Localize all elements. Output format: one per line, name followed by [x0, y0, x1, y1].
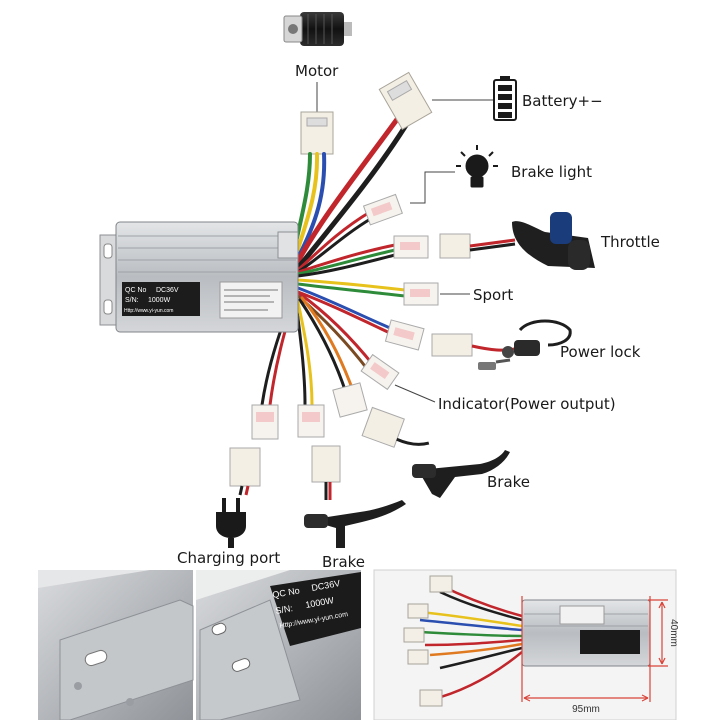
throttle-grip-icon [512, 212, 595, 270]
controller-sn-label: S/N: [125, 297, 139, 304]
detail-photo-middle [196, 570, 361, 720]
key-switch-icon [478, 319, 572, 370]
width-dimension-label: 95mm [572, 704, 600, 715]
sport-label: Sport [473, 286, 514, 304]
detail-photo-left [38, 570, 194, 720]
controller-website-label: Http://www.yi-yun.com [124, 308, 173, 314]
motor-component [283, 12, 352, 46]
indicator-connector [360, 353, 400, 391]
power-lock-connector [384, 319, 425, 351]
controller-power-label: 1000W [148, 297, 171, 304]
brake-bottom-label: Brake [322, 553, 366, 571]
detail-power-label: 1000W [305, 595, 335, 610]
controller-box [99, 221, 299, 333]
wire-harness [260, 115, 411, 407]
battery-connector [378, 71, 433, 130]
brake-right-label: Brake [487, 473, 531, 491]
detail-sn-label: S/N: [275, 603, 294, 616]
brake-right-connector [332, 382, 430, 448]
throttle-connector [393, 233, 516, 259]
plug-icon [216, 498, 246, 548]
charging-connector [229, 404, 279, 496]
brake-bottom-connector [297, 404, 341, 500]
detail-qc-label: QC No [272, 585, 301, 600]
controller-model-label: DC36V [156, 287, 179, 294]
power-lock-label: Power lock [560, 343, 641, 361]
height-dimension-label: 40mm [668, 619, 679, 647]
brake-lever-bottom-icon [304, 500, 406, 548]
charging-port-label: Charging port [177, 549, 281, 567]
battery-label: Battery+− [522, 92, 603, 110]
motor-label: Motor [295, 62, 339, 80]
dimension-photo [373, 569, 677, 720]
controller-qc-label: QC No [125, 287, 147, 294]
sport-connector [403, 282, 439, 306]
detail-model-label: DC36V [311, 578, 341, 593]
light-bulb-icon [456, 145, 498, 188]
brake-lever-right-icon [412, 450, 510, 498]
brake-light-label: Brake light [511, 163, 593, 181]
brake-light-connector [362, 193, 403, 226]
battery-icon [493, 76, 517, 121]
throttle-label: Throttle [601, 233, 660, 251]
indicator-label: Indicator(Power output) [438, 395, 616, 413]
